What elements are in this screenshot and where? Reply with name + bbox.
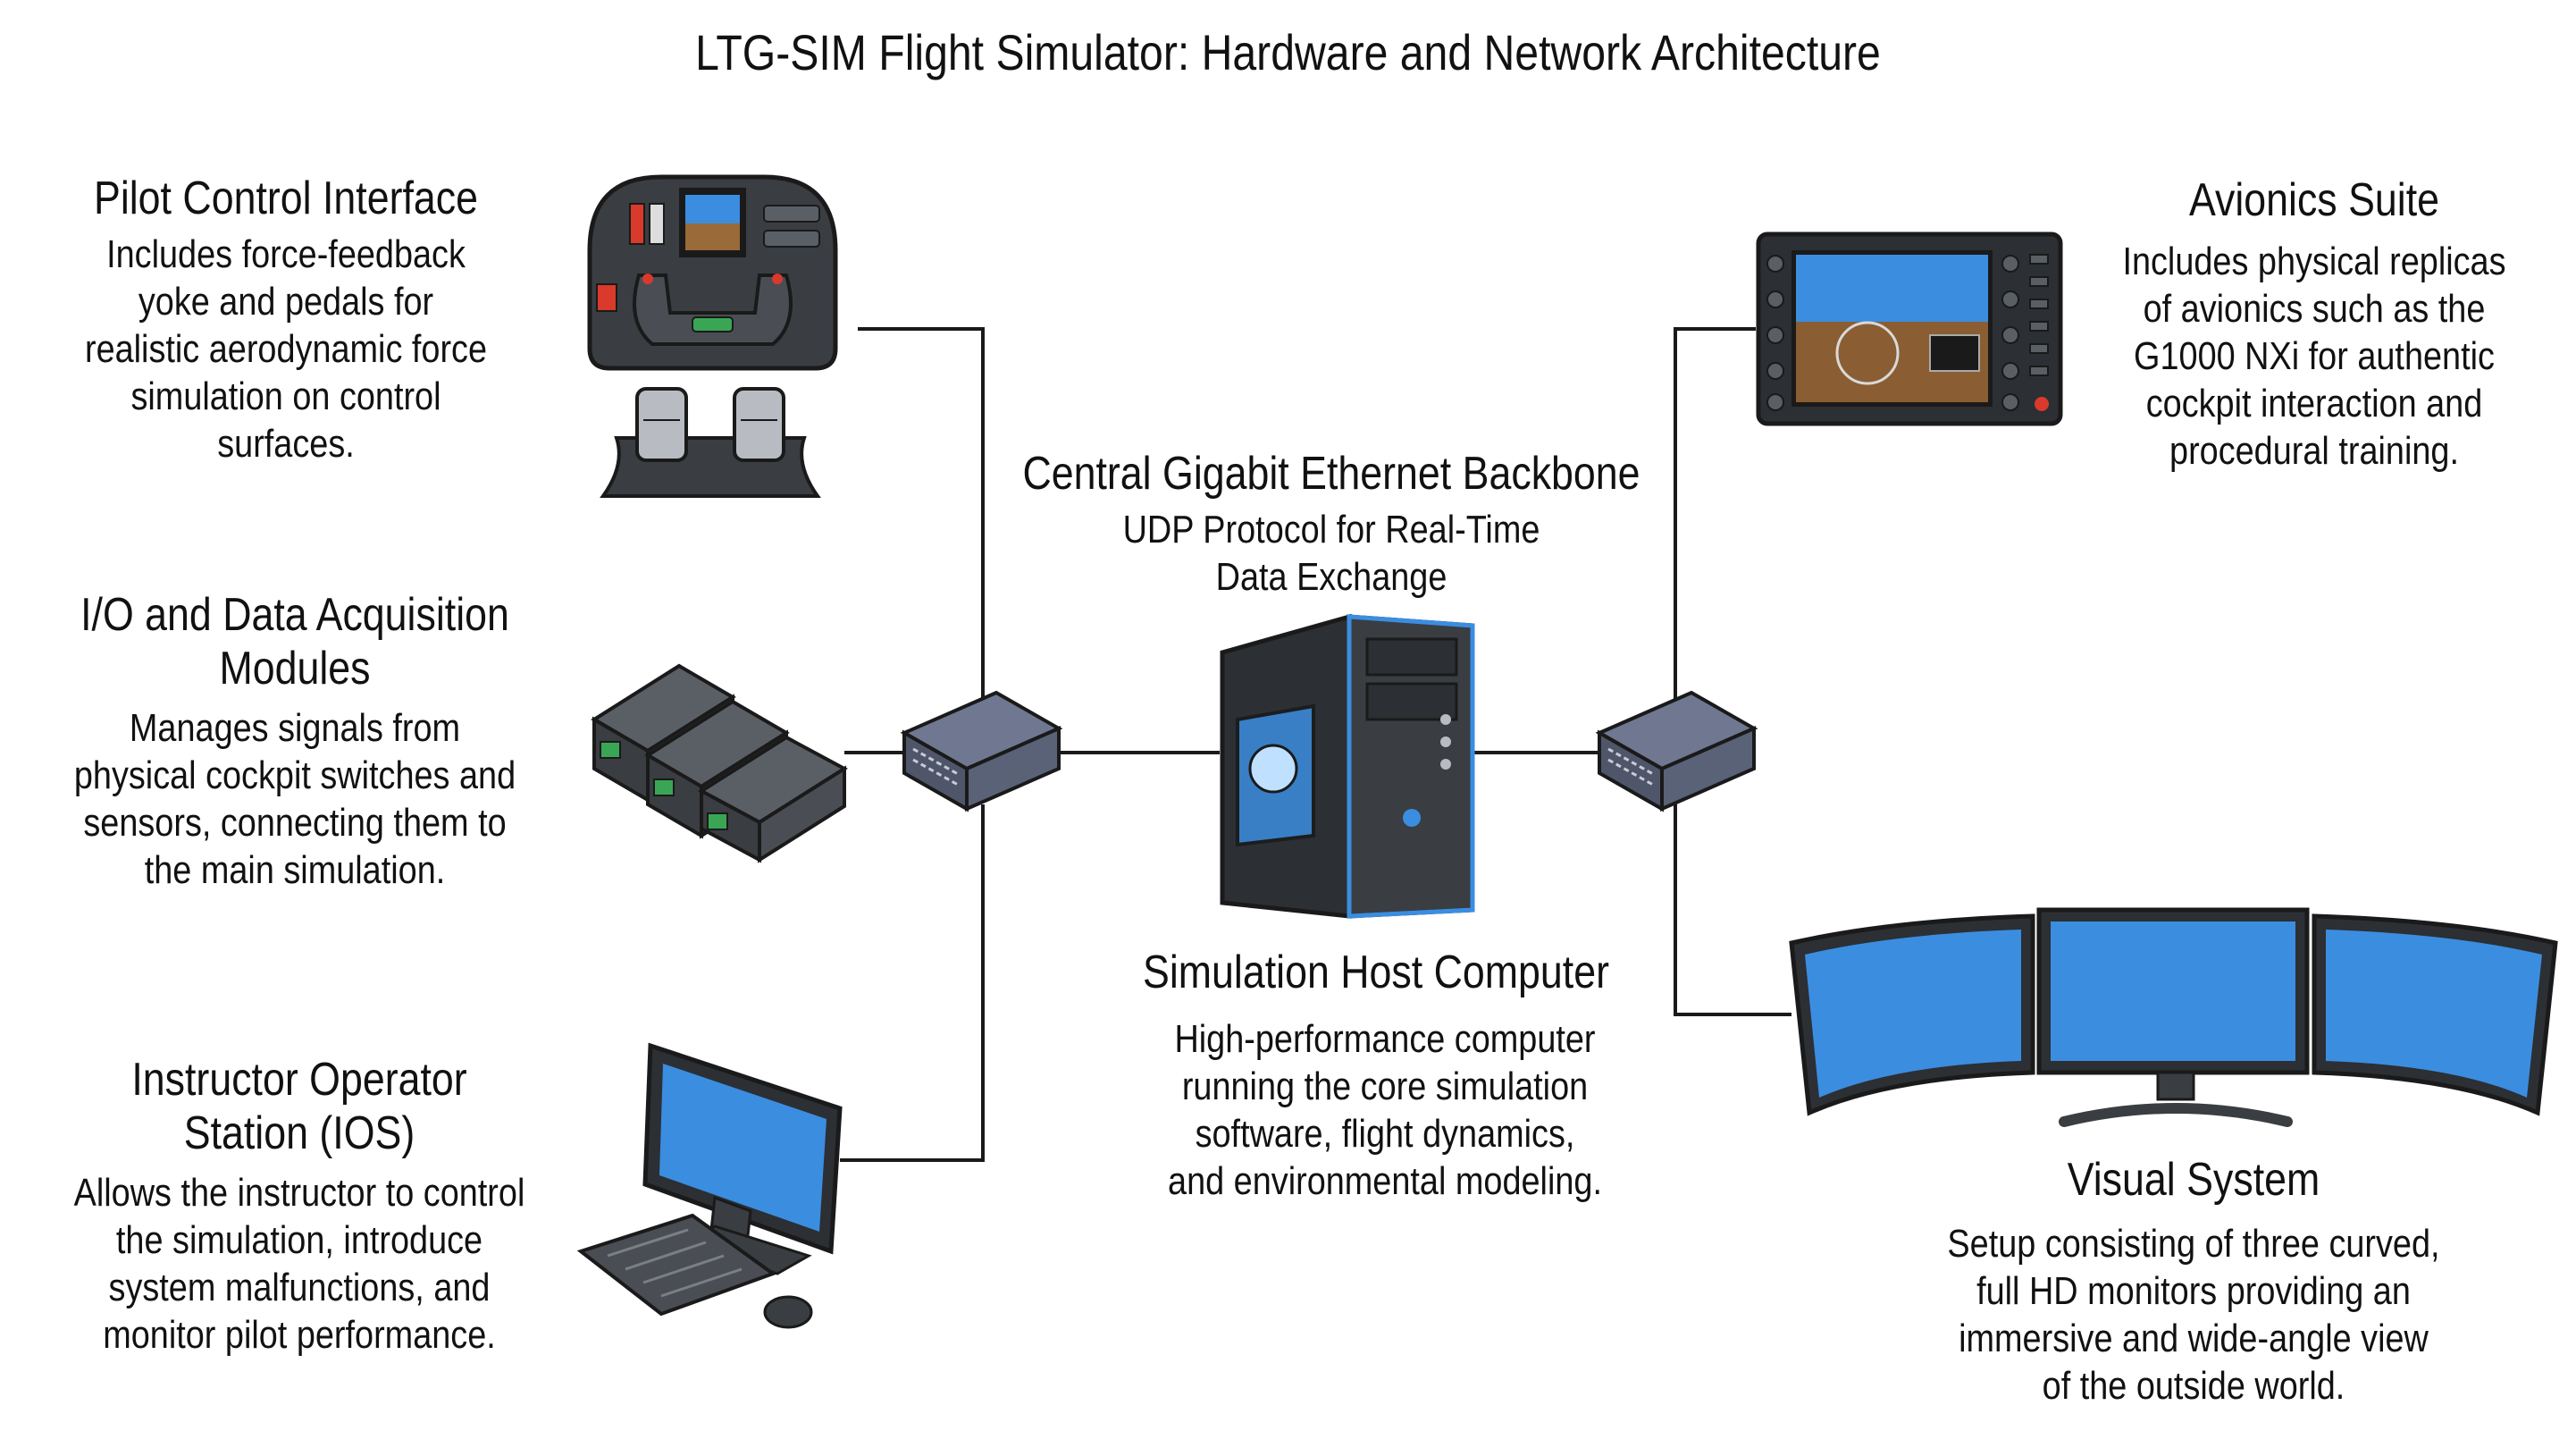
visual-system-description: Setup consisting of three curved, full H… [1947,1222,2440,1408]
avionics-description: Includes physical replicas of avionics s… [2122,240,2506,473]
avionics-heading: Avionics Suite [2188,174,2440,226]
link-right-switch-to-avionics [1674,327,1756,706]
network-links [840,327,1791,1162]
host-computer-description: High-performance computer running the co… [1168,1017,1602,1203]
pilot-control-description: Includes force-feedback yoke and pedals … [84,232,488,466]
triple-monitor-visual-system-icon [1789,907,2558,1127]
io-modules-heading: I/O and Data Acquisition Modules [80,589,509,694]
backbone-description: UDP Protocol for Real-Time Data Exchange [1122,508,1540,599]
io-modules-description: Manages signals from physical cockpit sw… [73,706,516,892]
visual-system-heading: Visual System [2067,1154,2320,1206]
diagram-title: LTG-SIM Flight Simulator: Hardware and N… [695,24,1881,80]
host-computer-heading: Simulation Host Computer [1143,947,1609,998]
link-pilot-to-left-switch [858,327,985,706]
yoke-pedals-icon [587,174,838,498]
link-ios-to-left-switch [840,804,985,1162]
ios-description: Allows the instructor to control the sim… [73,1171,525,1357]
ios-heading: Instructor Operator Station (IOS) [131,1054,467,1159]
host-computer-tower-icon [1220,613,1475,919]
pilot-control-heading: Pilot Control Interface [93,173,479,224]
g1000-avionics-display-icon [1756,231,2063,426]
instructor-workstation-icon [576,1042,843,1329]
right-network-switch-icon [1595,690,1758,812]
io-modules-icon [591,663,848,863]
backbone-heading: Central Gigabit Ethernet Backbone [1022,448,1640,500]
link-right-switch-to-visual [1674,804,1791,1016]
left-network-switch-icon [900,690,1063,812]
